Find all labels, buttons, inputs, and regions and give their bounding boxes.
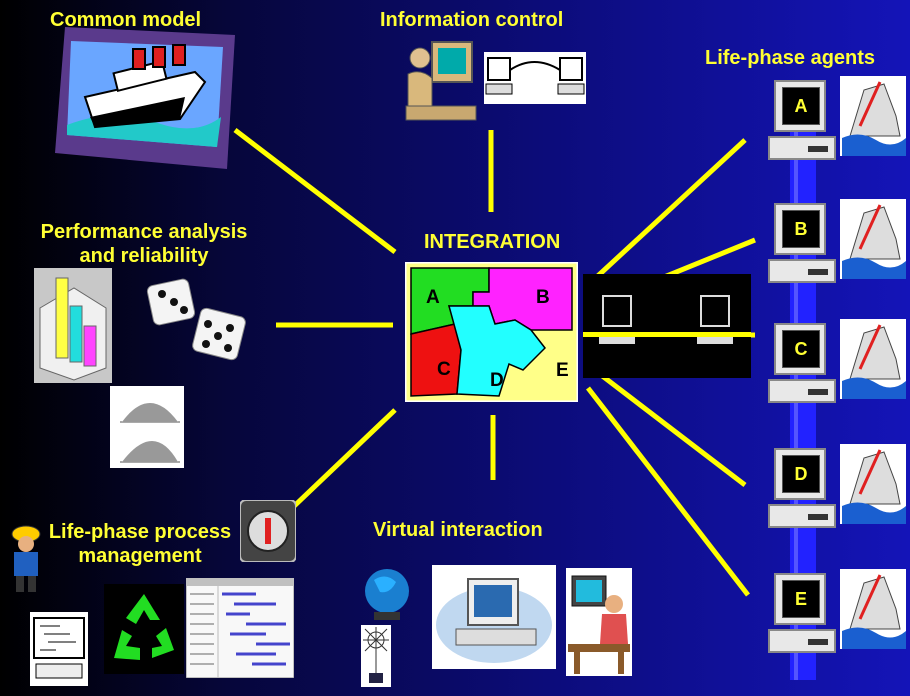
dice-icon [140,278,248,368]
agent-d: D [768,444,908,548]
cruise-ship-icon [55,27,235,169]
ship-icon [840,569,906,649]
integration-puzzle [405,262,578,402]
agent-b: B [768,199,908,303]
agent-c-screen: C [782,330,820,368]
integration-piece-d [448,305,546,397]
performance-analysis-line2: and reliability [79,245,209,267]
process-management-line1: Life-phase process [48,521,232,543]
line-agent-e [586,386,750,597]
integration-piece-e-label: E [556,360,569,381]
agent-b-screen: B [782,210,820,248]
person-at-computer-icon [402,34,482,126]
virtual-interaction-label: Virtual interaction [373,519,543,541]
integration-piece-d-label: D [490,370,504,391]
networked-computers-icon [484,52,586,104]
integration-label: INTEGRATION [424,231,561,253]
agent-d-screen: D [782,455,820,493]
distribution-graph-icon [110,386,184,468]
line-agent-a [586,138,747,287]
performance-analysis-label: Performance analysis and reliability [18,220,270,268]
construction-worker-icon [8,524,44,594]
computer-icon [432,565,556,669]
performance-analysis-line1: Performance analysis [40,221,248,243]
computer-screen-icon [30,612,88,686]
agent-a-screen: A [782,87,820,125]
ship-icon [840,444,906,524]
agent-a: A [768,76,908,180]
3d-bar-chart-icon [34,268,112,383]
ship-icon [840,319,906,399]
line-agent-d [586,363,747,487]
user-at-computer-icon [566,568,632,676]
integration-piece-c-label: C [437,359,451,380]
agent-c: C [768,319,908,423]
common-model-label: Common model [50,9,202,31]
integration-piece-c [410,323,462,397]
life-phase-agents-label: Life-phase agents [705,47,876,69]
gauge-icon [240,500,296,562]
process-management-line2: management [78,545,202,567]
line-process [288,408,397,512]
agent-e-screen: E [782,580,820,618]
globe-icon [362,564,412,622]
agent-e: E [768,569,908,673]
ship-icon [840,199,906,279]
integration-piece-a-label: A [426,287,440,308]
process-management-label: Life-phase process management [30,520,250,568]
ship-icon [840,76,906,156]
information-control-label: Information control [380,9,564,31]
spider-web-icon [361,625,391,687]
network-panel [583,274,751,378]
gantt-chart-icon [186,578,294,678]
integration-piece-b-label: B [536,287,550,308]
recycle-icon [104,584,184,674]
line-common-model [233,128,397,254]
